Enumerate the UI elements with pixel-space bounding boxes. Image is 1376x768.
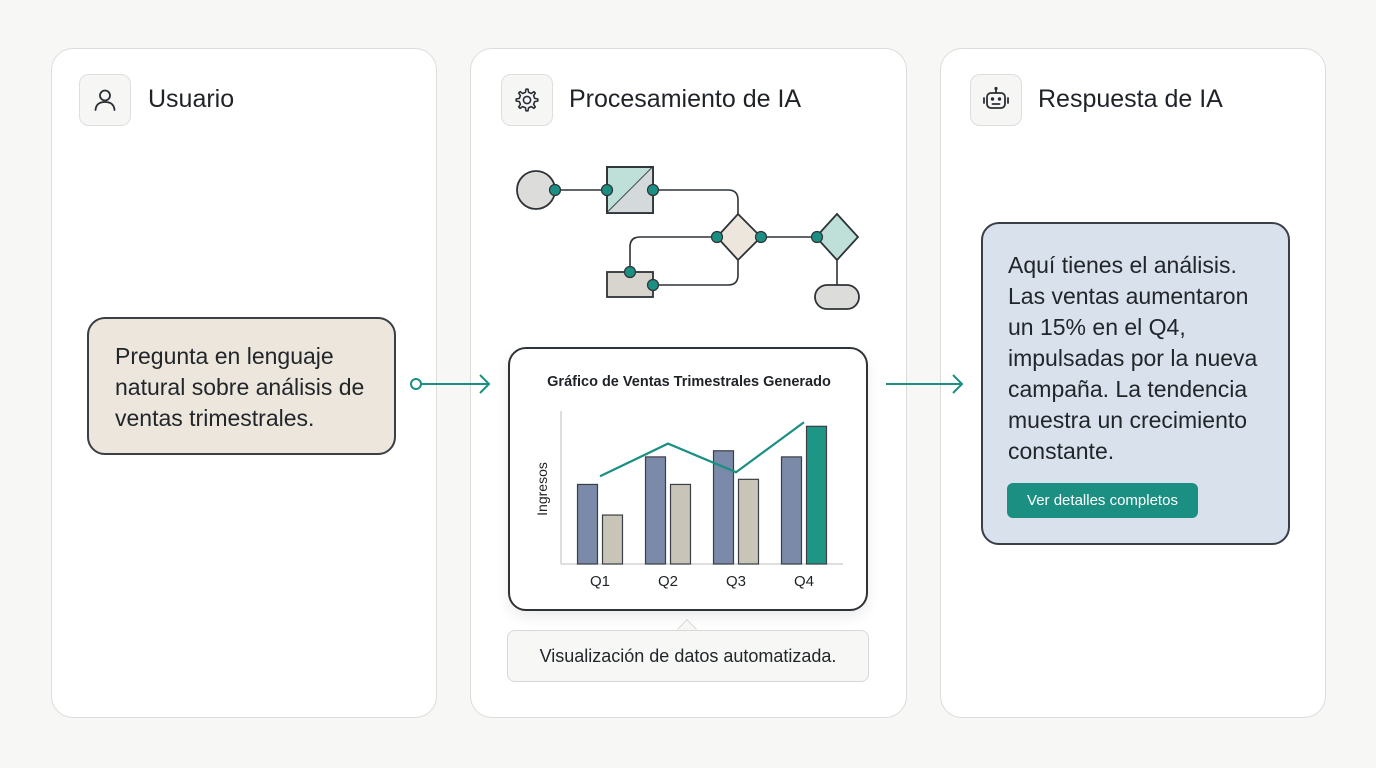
chart-bar-q4-series2 <box>805 425 828 565</box>
sales-chart: Gráfico de Ventas Trimestrales Generado … <box>534 374 843 590</box>
robot-icon <box>970 74 1022 126</box>
chart-caption-text: Visualización de datos automatizada. <box>539 645 837 666</box>
chart-x-tick-q1: Q1 <box>590 573 610 590</box>
chart-bar-q3-series2 <box>737 478 760 565</box>
panel-title-processing: Procesamiento de IA <box>569 85 802 113</box>
chart-title: Gráfico de Ventas Trimestrales Generado <box>547 374 831 390</box>
chart-bar-q2-series1 <box>644 456 667 565</box>
chart-bar-q1-series2 <box>601 514 624 565</box>
flow-connectors <box>548 183 824 292</box>
flow-decision-node <box>715 212 763 262</box>
gear-icon <box>501 74 553 126</box>
panel-title-user: Usuario <box>148 85 235 113</box>
user-question-text: Pregunta en lenguaje natural sobre análi… <box>115 343 365 431</box>
chart-x-tick-q4: Q4 <box>794 573 814 590</box>
chart-trend-line <box>599 421 805 478</box>
view-details-button[interactable]: Ver detalles completos <box>1007 483 1198 518</box>
chart-x-tick-q2: Q2 <box>658 573 678 590</box>
chart-x-tick-q3: Q3 <box>726 573 746 590</box>
panel-title-response: Respuesta de IA <box>1038 85 1223 113</box>
flow-output-decision-node <box>814 212 860 262</box>
ai-response-text: Aquí tienes el análisis. Las ventas aume… <box>1008 252 1258 464</box>
flow-end-node <box>814 284 860 310</box>
generated-chart-card: Gráfico de Ventas Trimestrales Generado … <box>508 347 868 611</box>
chart-bar-q4-series1 <box>780 456 803 565</box>
chart-caption: Visualización de datos automatizada. <box>507 630 869 682</box>
arrow-user-to-processing <box>410 374 491 394</box>
chart-bar-q1-series1 <box>576 483 599 565</box>
arrow-processing-to-response <box>886 374 964 394</box>
chart-y-label: Ingresos <box>534 462 550 516</box>
user-icon <box>79 74 131 126</box>
chart-bar-q3-series1 <box>712 450 735 565</box>
flow-process-node <box>606 166 654 214</box>
chart-bar-q2-series2 <box>669 483 692 565</box>
user-question-bubble: Pregunta en lenguaje natural sobre análi… <box>87 317 396 455</box>
